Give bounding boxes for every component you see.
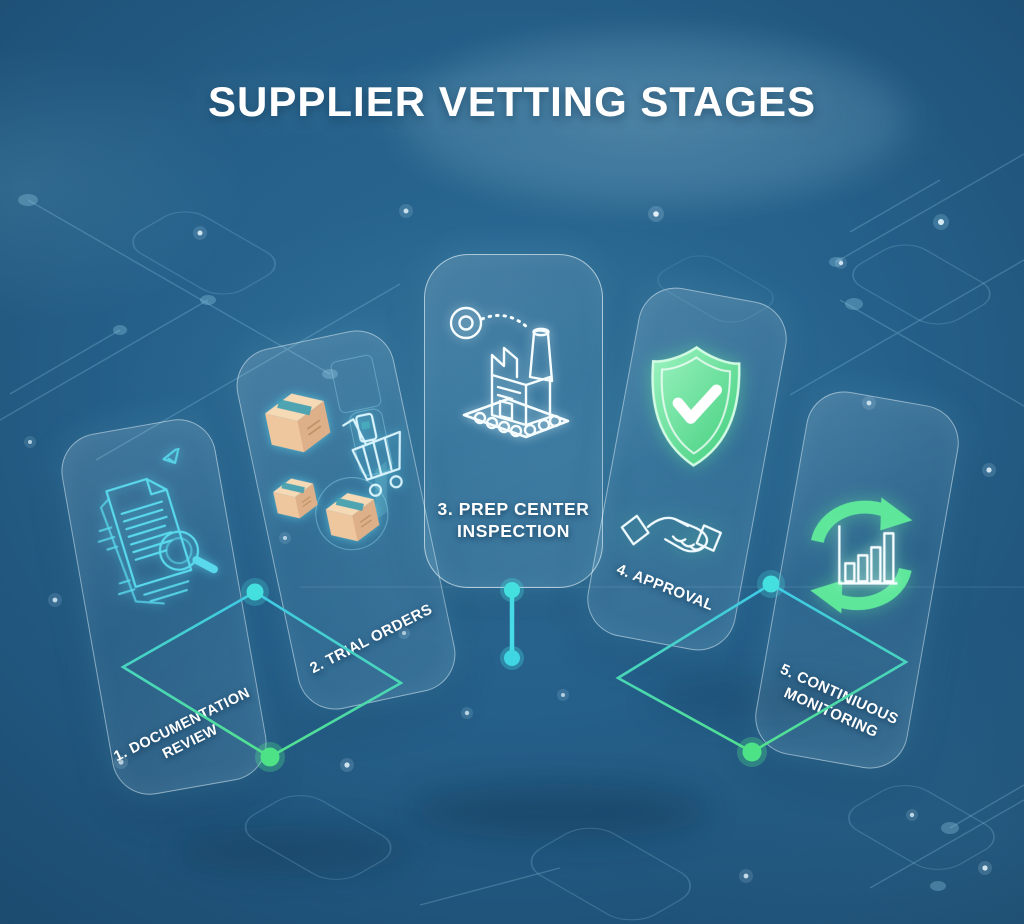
stage-label-3: 3. PREP CENTER INSPECTION xyxy=(437,498,590,542)
shield-check-handshake-icon xyxy=(620,345,741,553)
boxes-cart-icon xyxy=(261,354,403,551)
stage-card-documentation-review: 1. DOCUMENTATION REVIEW xyxy=(55,413,273,801)
stage-card-approval: 4. APPROVAL xyxy=(581,281,793,657)
factory-icon xyxy=(449,306,569,439)
page-title: SUPPLIER VETTING STAGES xyxy=(208,78,816,125)
stage-label-1: 1. DOCUMENTATION REVIEW xyxy=(111,685,253,766)
stage-label-5: 5. CONTINIUOUS MONITORING xyxy=(777,660,901,741)
handshake-icon xyxy=(620,514,722,553)
refresh-bars-icon xyxy=(810,497,913,614)
stage-label-2: 2. TRIAL ORDERS xyxy=(307,600,436,677)
document-magnifier-icon xyxy=(97,446,218,605)
stage-card-trial-orders: 2. TRIAL ORDERS xyxy=(229,323,463,717)
stage-card-prep-center-inspection: 3. PREP CENTER INSPECTION xyxy=(424,254,603,588)
